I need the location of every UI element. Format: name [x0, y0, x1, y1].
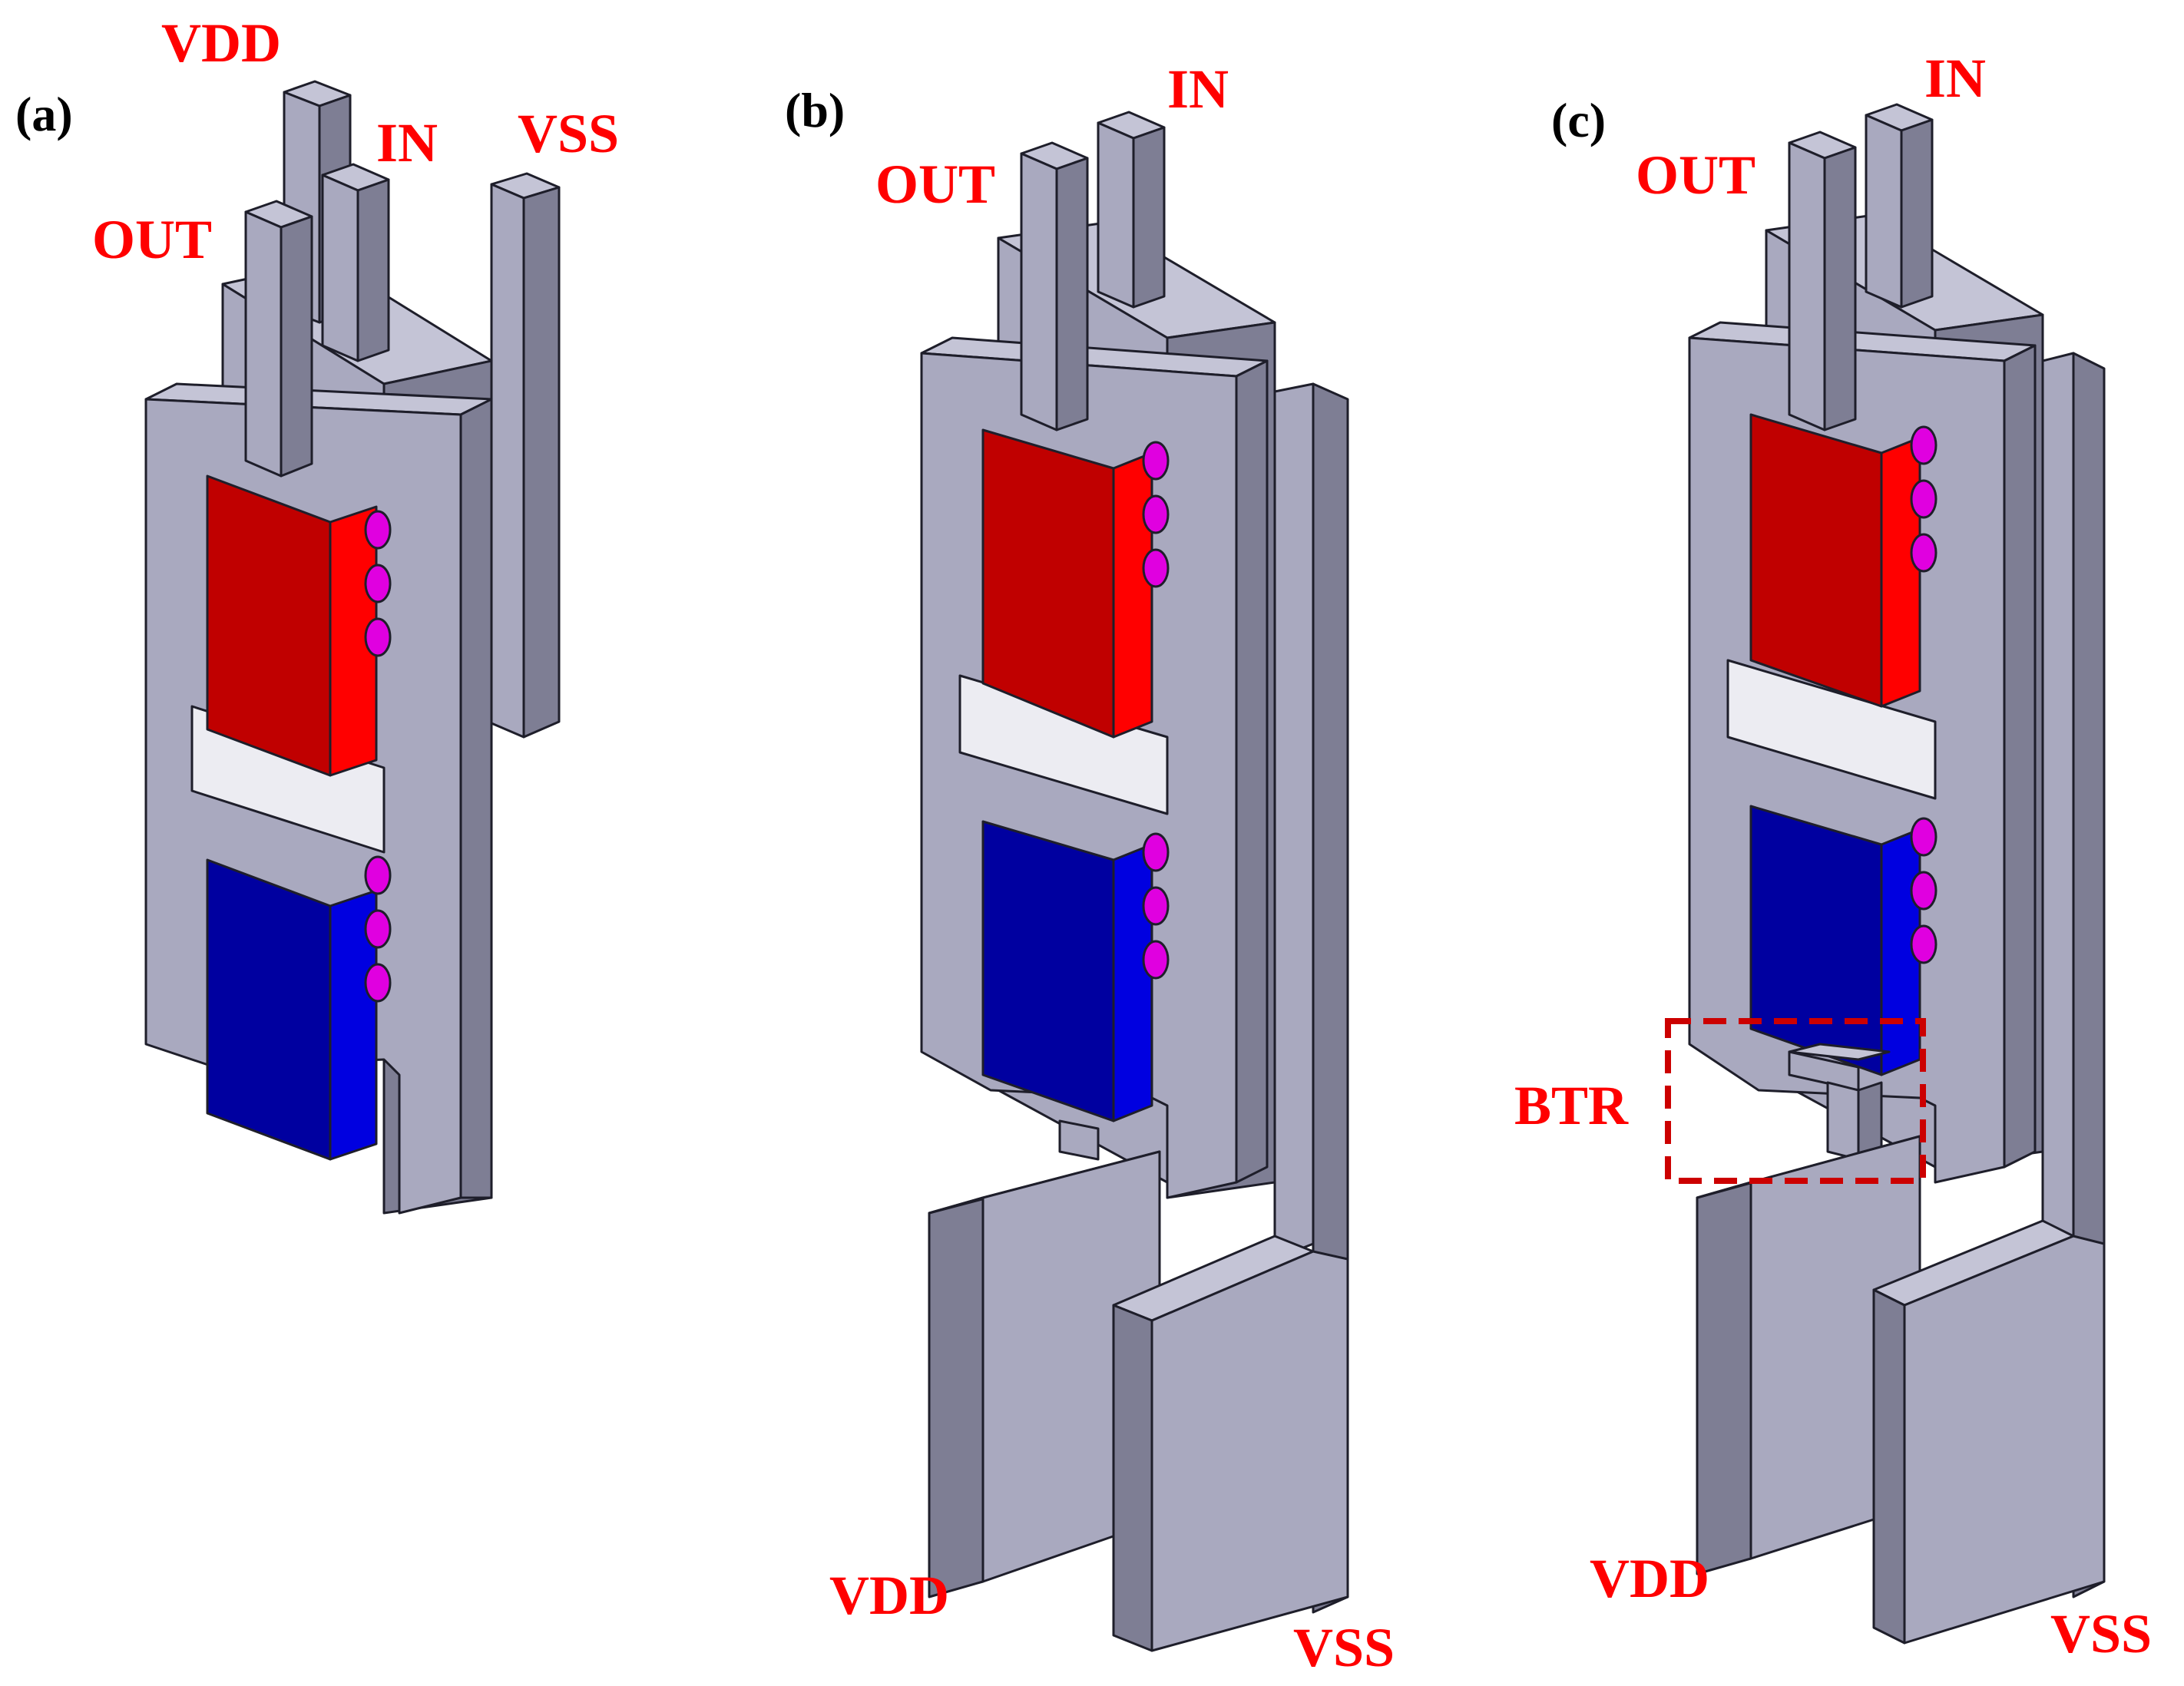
terminal-label-vdd-c: VDD: [1590, 1548, 1709, 1609]
magenta-contacts-a: [364, 510, 392, 1003]
blue-plate-front-c: [1749, 805, 1883, 1076]
in-pin-c: [1865, 103, 1934, 309]
vss-block-b: [1112, 1235, 1349, 1652]
magenta-contacts-c: [1910, 425, 1937, 964]
red-plate-front-b: [981, 428, 1115, 739]
btr-label: BTR: [1514, 1075, 1629, 1136]
blue-plate-front-a: [206, 858, 332, 1161]
magenta-contacts-b: [1142, 441, 1170, 980]
terminal-label-vss-a: VSS: [518, 103, 619, 164]
terminal-label-out-b: OUT: [875, 154, 995, 215]
vdd-neck-b: [1058, 1119, 1100, 1161]
terminal-label-vdd-a: VDD: [161, 12, 281, 74]
blue-plate-side-a: [329, 889, 378, 1161]
out-pin-a: [244, 200, 313, 478]
vss-pin-a: [490, 172, 561, 739]
red-plate-side-b: [1112, 451, 1153, 739]
blue-plate-front-b: [981, 820, 1115, 1122]
terminal-label-out-a: OUT: [92, 209, 212, 270]
panel-label-c: (c): [1551, 93, 1606, 147]
vss-block-c: [1872, 1219, 2106, 1645]
panel-label-a: (a): [15, 87, 73, 141]
terminal-label-in-b: IN: [1167, 58, 1229, 120]
panel-label-b: (b): [785, 83, 845, 137]
panel-b: (b) IN OUT VDD VSS: [785, 58, 1395, 1678]
terminal-label-vss-b: VSS: [1293, 1617, 1395, 1678]
red-plate-front-c: [1749, 413, 1883, 708]
out-pin-c: [1788, 131, 1857, 431]
btr-structure-c: [1788, 1043, 1891, 1161]
panel-c: (c) IN OUT VDD VSS BTR: [1514, 48, 2152, 1665]
blue-plate-side-b: [1112, 843, 1153, 1122]
red-plate-side-a: [329, 505, 378, 777]
red-plate-side-c: [1880, 436, 1921, 708]
out-pin-b: [1020, 141, 1089, 431]
in-pin-b: [1097, 111, 1166, 309]
terminal-label-vss-c: VSS: [2050, 1603, 2152, 1665]
terminal-label-in-a: IN: [376, 112, 438, 174]
panel-a: (a) VDD IN VSS OUT: [15, 12, 619, 1215]
btr-highlight-box: [1665, 1018, 1926, 1184]
red-plate-front-a: [206, 474, 332, 777]
terminal-label-in-c: IN: [1924, 48, 1986, 109]
terminal-label-out-c: OUT: [1636, 144, 1755, 206]
in-pin-a: [321, 163, 390, 362]
terminal-label-vdd-b: VDD: [829, 1565, 949, 1626]
